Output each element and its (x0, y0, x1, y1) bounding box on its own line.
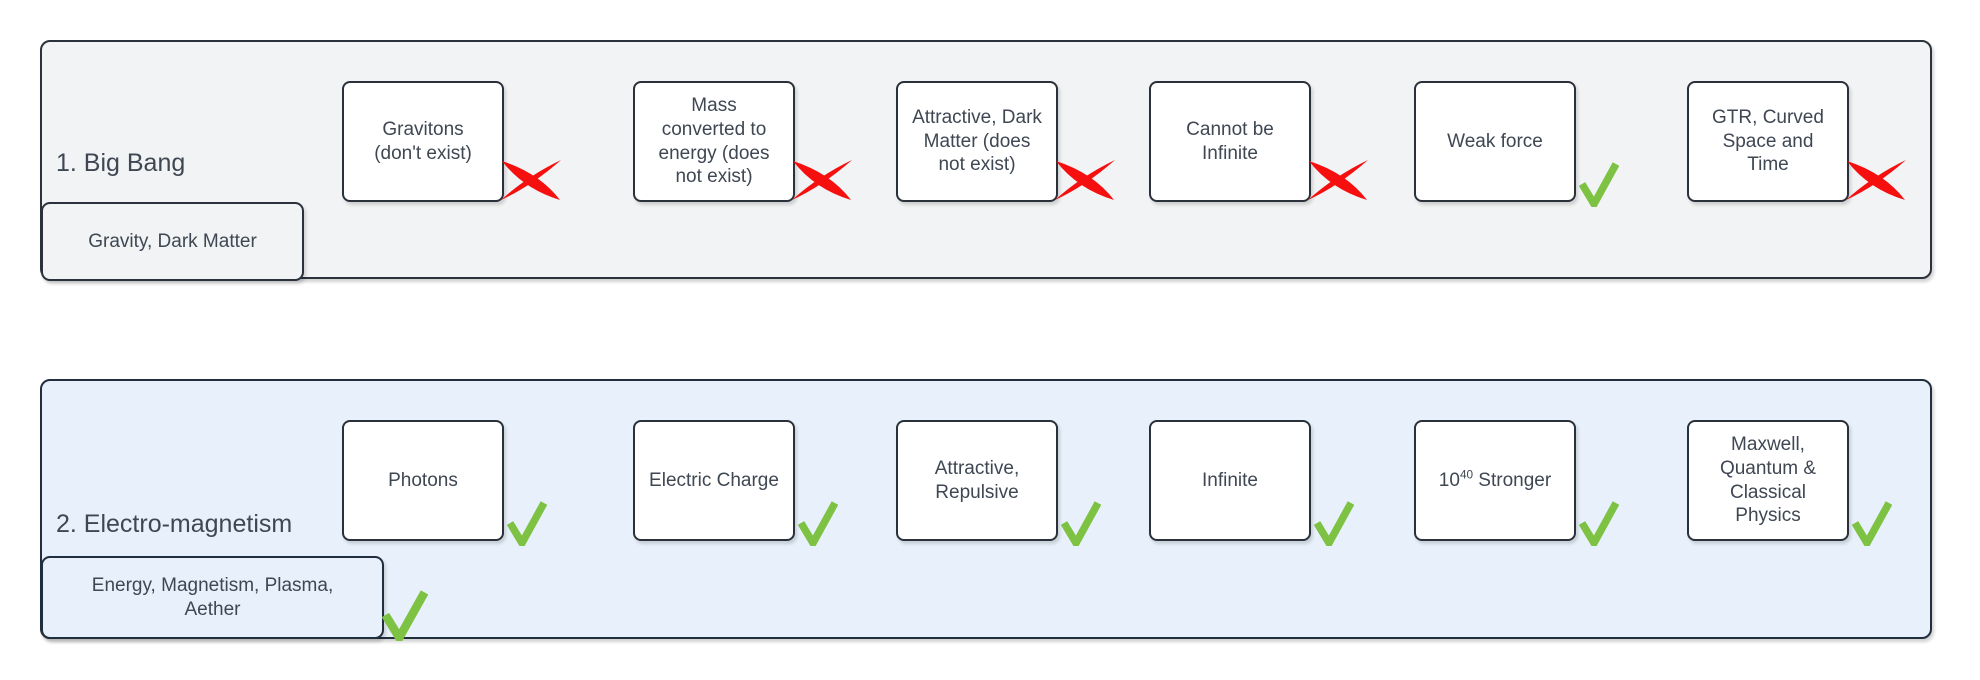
criterion-label: Electric Charge (649, 469, 779, 491)
topic-tag: Energy, Magnetism, Plasma, Aether (41, 556, 428, 641)
criterion-box: Mass converted to energy (does not exist… (633, 81, 853, 202)
criterion-box: GTR, Curved Space and Time (1687, 81, 1907, 202)
cross-mark-icon (791, 159, 853, 203)
criterion-box: Weak force (1414, 81, 1619, 207)
panel-big-bang: 1. Big Bang Gravity, Dark Matter Gravito… (40, 40, 1932, 281)
criterion-box: 1040 Stronger (1414, 420, 1619, 546)
criterion-label: Gravitons (don't exist) (374, 118, 472, 164)
topic-tag-label: Energy, Magnetism, Plasma, Aether (91, 574, 334, 620)
criterion-box: Photons (342, 420, 547, 546)
check-mark-icon (382, 589, 428, 641)
criterion-label: Maxwell, Quantum & Classical Physics (1719, 433, 1817, 527)
criterion-label: GTR, Curved Space and Time (1712, 106, 1824, 176)
topic-tag: Gravity, Dark Matter (41, 202, 304, 281)
row-title: 1. Big Bang (56, 149, 186, 177)
topic-tag-label: Gravity, Dark Matter (88, 230, 257, 252)
cross-mark-icon (1307, 159, 1369, 203)
check-mark-icon (1852, 500, 1892, 546)
criterion-label: Mass converted to energy (does not exist… (658, 94, 770, 188)
criterion-box: Gravitons (don't exist) (342, 81, 562, 202)
criterion-box: Maxwell, Quantum & Classical Physics (1687, 420, 1892, 546)
check-mark-icon (1061, 500, 1101, 546)
cross-mark-icon (1054, 159, 1116, 203)
criterion-box: Cannot be Infinite (1149, 81, 1369, 202)
check-mark-icon (798, 500, 838, 546)
cross-mark-icon (500, 159, 562, 203)
criterion-label: Attractive, Dark Matter (does not exist) (912, 106, 1042, 176)
criterion-box: Attractive, Dark Matter (does not exist) (896, 81, 1116, 202)
check-mark-icon (507, 500, 547, 546)
criterion-label: Attractive, Repulsive (934, 457, 1020, 503)
cross-mark-icon (1845, 159, 1907, 203)
panel-electro-magnetism: 2. Electro-magnetism Energy, Magnetism, … (40, 379, 1932, 641)
check-mark-icon (1579, 161, 1619, 207)
criterion-box: Attractive, Repulsive (896, 420, 1101, 546)
criterion-label: Cannot be Infinite (1186, 118, 1274, 164)
criterion-box: Infinite (1149, 420, 1354, 546)
criterion-label: Weak force (1447, 130, 1543, 152)
criterion-label: Infinite (1202, 469, 1258, 491)
criterion-label: Photons (388, 469, 458, 491)
row-title: 2. Electro-magnetism (56, 510, 293, 538)
criterion-label: 1040 Stronger (1438, 468, 1552, 491)
check-mark-icon (1579, 500, 1619, 546)
criterion-box: Electric Charge (633, 420, 838, 546)
check-mark-icon (1314, 500, 1354, 546)
